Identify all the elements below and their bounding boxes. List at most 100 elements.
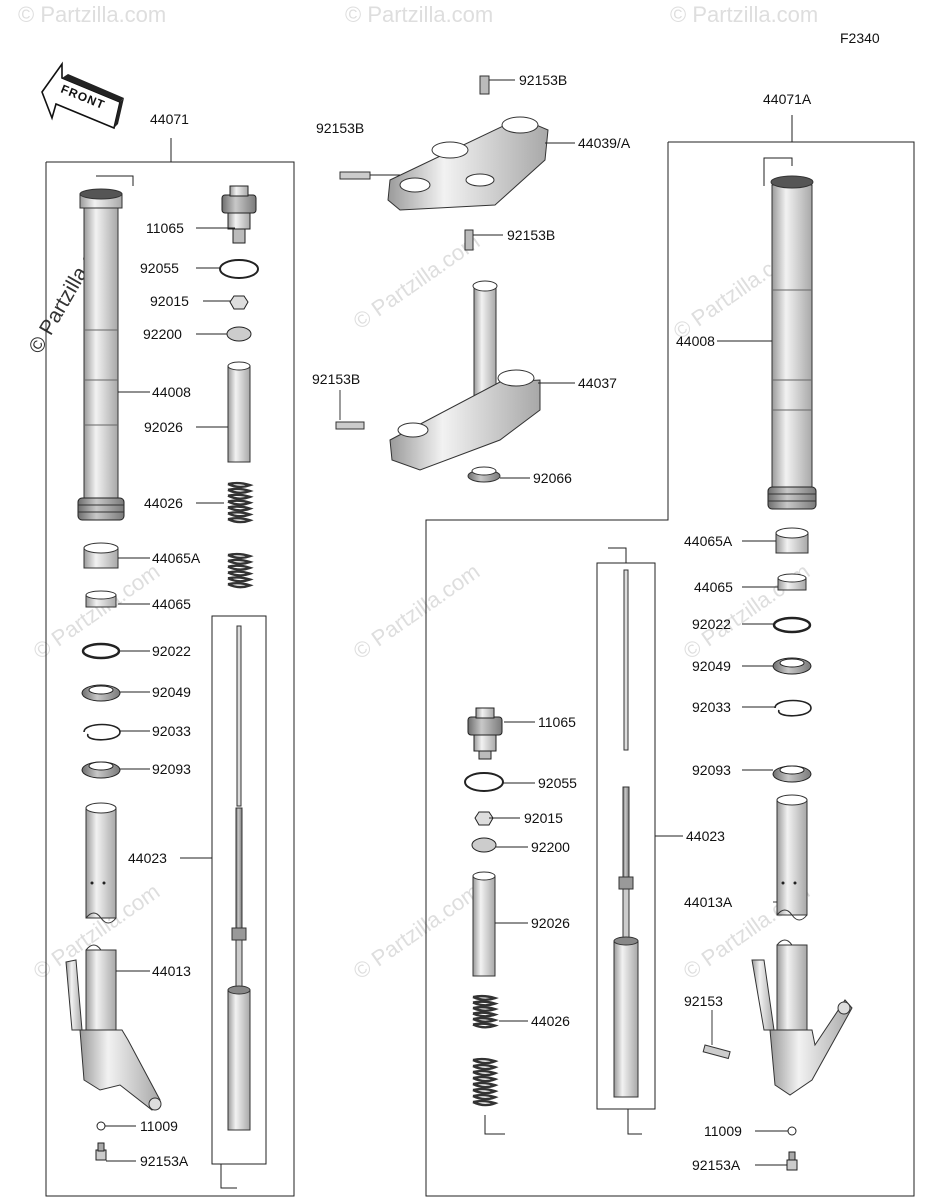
left-fork-assembly xyxy=(45,138,295,1197)
washer-92022-left xyxy=(81,642,121,660)
spring-coil xyxy=(472,1057,499,1065)
bushing-44065-right xyxy=(777,573,807,591)
label-92153B-left2: 92153B xyxy=(312,371,360,387)
label-92153A-right: 92153A xyxy=(692,1157,741,1173)
label-92022-right: 92022 xyxy=(692,616,731,632)
fork-cap-11065-left xyxy=(221,185,257,244)
right-fork-assembly xyxy=(425,115,915,1197)
spring-coil xyxy=(472,1075,499,1083)
spring-44026-right xyxy=(472,994,499,1107)
part-labels: 44071 11065 92055 92015 92200 44008 9202… xyxy=(128,72,812,1173)
circlip-92033-left xyxy=(83,723,121,741)
dust-seal-92093-right xyxy=(772,765,812,783)
outer-tube-44008-left xyxy=(77,188,125,521)
spacer-92026-right xyxy=(472,871,496,977)
dust-seal-92093-left xyxy=(81,761,121,779)
label-92055-left: 92055 xyxy=(140,260,179,276)
spring-coil xyxy=(472,1087,499,1095)
washer-92200-right xyxy=(471,837,497,853)
label-92015-right: 92015 xyxy=(524,810,563,826)
spring-coil xyxy=(227,564,254,571)
label-11065-right: 11065 xyxy=(538,714,576,730)
label-11009-left: 11009 xyxy=(140,1118,178,1134)
label-44026-right: 44026 xyxy=(531,1013,570,1029)
label-92026-left: 92026 xyxy=(144,419,183,435)
damper-rod-44023-left xyxy=(227,625,251,1131)
label-44039: 44039/A xyxy=(578,135,631,151)
spring-coil xyxy=(227,499,254,506)
spring-coil xyxy=(227,576,254,583)
label-44037: 44037 xyxy=(578,375,617,391)
label-92066: 92066 xyxy=(533,470,572,486)
watermark: © Partzilla.com xyxy=(349,879,485,985)
o-ring-92055-left xyxy=(219,259,259,279)
label-44065-left: 44065 xyxy=(152,596,191,612)
bolt-92153B-left1 xyxy=(339,171,371,180)
diagram-code: F2340 xyxy=(840,30,880,46)
label-44013-left: 44013 xyxy=(152,963,191,979)
watermark: © Partzilla.com xyxy=(349,559,485,665)
spring-coil xyxy=(227,552,254,560)
leader-lines xyxy=(105,79,788,1166)
bolt-92153B-left2 xyxy=(335,421,365,430)
label-92153B-top: 92153B xyxy=(519,72,567,88)
label-92153-right: 92153 xyxy=(684,993,723,1009)
spring-coil xyxy=(227,511,254,518)
spring-coil xyxy=(472,1016,499,1023)
spring-coil xyxy=(227,582,254,589)
circlip-92033-right xyxy=(774,699,812,717)
spring-coil xyxy=(472,1063,499,1071)
washer-11009-right xyxy=(787,1126,797,1136)
label-11065-left: 11065 xyxy=(146,220,184,236)
bushing-44065-left xyxy=(85,590,117,608)
label-92033-left: 92033 xyxy=(152,723,191,739)
label-92026-right: 92026 xyxy=(531,915,570,931)
o-ring-92055-right xyxy=(464,772,504,792)
upper-bracket-44039 xyxy=(387,116,549,211)
spring-44026-left xyxy=(227,481,254,589)
spring-coil xyxy=(227,505,254,512)
label-92153B-mid: 92153B xyxy=(507,227,555,243)
label-44071A: 44071A xyxy=(763,91,812,107)
bolt-92153A-right xyxy=(786,1151,798,1171)
label-92200-left: 92200 xyxy=(143,326,182,342)
oil-seal-92049-right xyxy=(772,657,812,675)
spring-coil xyxy=(472,1005,499,1012)
fork-cap-11065-right xyxy=(467,707,503,760)
washer-92200-left xyxy=(226,326,252,342)
bolt-92153-right xyxy=(702,1044,731,1060)
label-44065A-right: 44065A xyxy=(684,533,733,549)
spring-coil xyxy=(227,493,254,500)
label-11009-right: 11009 xyxy=(704,1123,742,1139)
label-44026-left: 44026 xyxy=(144,495,183,511)
oil-seal-92049-left xyxy=(81,684,121,702)
spring-coil xyxy=(472,1000,499,1007)
watermark: © Partzilla.com xyxy=(670,2,818,27)
nut-92066 xyxy=(467,466,501,483)
label-44013A-right: 44013A xyxy=(684,894,733,910)
washer-11009-left xyxy=(96,1121,106,1131)
bolt-92153A-left xyxy=(95,1142,107,1161)
label-92093-left: 92093 xyxy=(152,761,191,777)
outer-tube-44008-right xyxy=(767,175,817,510)
watermark: © Partzilla.com xyxy=(345,2,493,27)
bushing-44065A-left xyxy=(83,542,119,569)
label-92015-left: 92015 xyxy=(150,293,189,309)
spring-coil xyxy=(227,481,254,489)
label-44008-right: 44008 xyxy=(676,333,715,349)
label-92033-right: 92033 xyxy=(692,699,731,715)
spring-coil xyxy=(472,1022,499,1029)
label-44008-left: 44008 xyxy=(152,384,191,400)
damper-rod-44023-right xyxy=(613,569,639,1098)
stem-44037 xyxy=(389,280,541,471)
inner-tube-44013-left xyxy=(65,802,162,1111)
label-44065A-left: 44065A xyxy=(152,550,201,566)
spring-coil xyxy=(227,558,254,565)
spring-coil xyxy=(227,487,254,494)
label-92055-right: 92055 xyxy=(538,775,577,791)
nut-92015-right xyxy=(474,811,494,826)
spring-coil xyxy=(472,994,499,1001)
label-44071: 44071 xyxy=(150,111,189,127)
label-44023-left: 44023 xyxy=(128,850,167,866)
watermark: © Partzilla.com xyxy=(349,229,485,335)
